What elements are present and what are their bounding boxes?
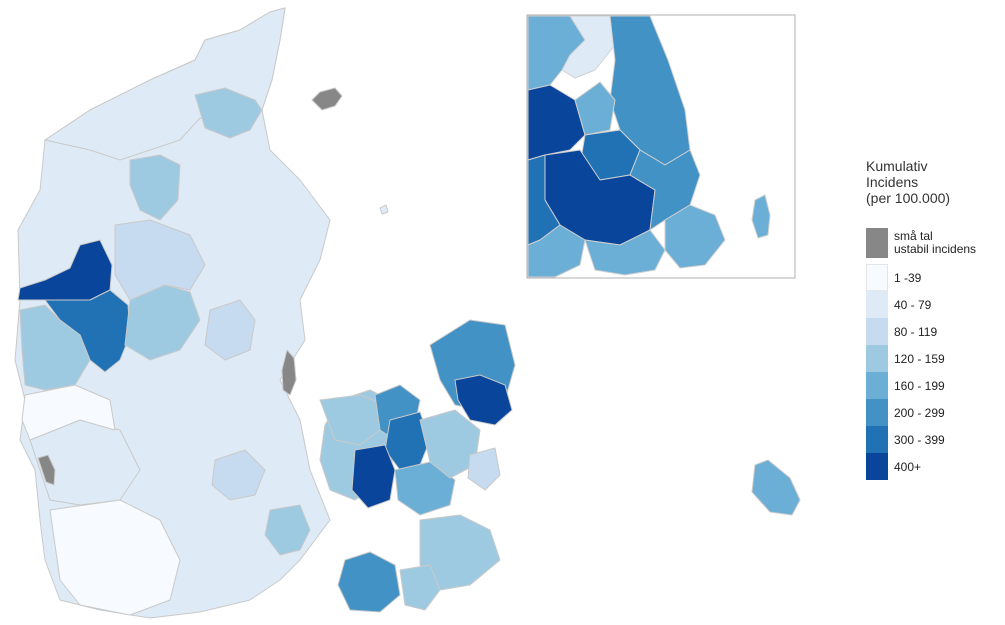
legend-label: 120 - 159 — [894, 351, 945, 366]
legend-swatch — [866, 291, 888, 318]
region-samso — [281, 349, 297, 396]
inset-region — [664, 204, 726, 269]
legend-swatch — [866, 228, 888, 258]
legend-swatch — [866, 399, 888, 426]
legend-item: 80 - 119 — [866, 318, 1001, 345]
inset-region — [527, 224, 586, 278]
legend-item: 1 -39 — [866, 264, 1001, 291]
legend-swatch — [866, 264, 888, 291]
region-hjorring-east — [194, 87, 263, 139]
region-east-strip — [204, 299, 256, 361]
region-anholt — [379, 204, 389, 215]
legend-label-line: ustabil incidens — [894, 242, 977, 256]
legend-swatch — [866, 345, 888, 372]
legend-item-small-numbers: små tal ustabil incidens — [866, 228, 1001, 264]
region-laeso — [311, 87, 343, 111]
legend-item: 40 - 79 — [866, 291, 1001, 318]
legend-label: 160 - 199 — [894, 378, 945, 393]
inset-region — [751, 194, 771, 239]
legend-items: små tal ustabil incidens 1 -39 40 - 79 8… — [866, 228, 1001, 480]
region-midtjylland-east — [114, 219, 206, 301]
region-esbjerg — [49, 499, 181, 616]
region-slagelse — [351, 444, 396, 509]
region-jutland-north — [44, 7, 286, 161]
legend-label: 400+ — [894, 459, 922, 474]
legend-item: 200 - 299 — [866, 399, 1001, 426]
legend-title: Kumulativ Incidens (per 100.000) — [866, 158, 1001, 206]
legend-swatch — [866, 453, 888, 480]
legend-title-line: Incidens — [866, 174, 919, 190]
region-vesthimmerland — [129, 154, 181, 221]
copenhagen-inset — [526, 14, 796, 279]
legend-label: 200 - 299 — [894, 405, 945, 420]
region-haderslev — [264, 504, 311, 556]
inset-region — [584, 229, 666, 276]
legend-label: 1 -39 — [894, 270, 922, 285]
legend-label: 40 - 79 — [894, 297, 932, 312]
legend-label-line: små tal — [894, 229, 933, 243]
region-hovedstaden — [454, 374, 513, 426]
region-lolland — [337, 551, 401, 613]
legend-item: 160 - 199 — [866, 372, 1001, 399]
denmark-main-map — [14, 7, 801, 619]
region-falster — [399, 564, 441, 611]
region-aarhus-area — [211, 449, 266, 501]
legend-label: 80 - 119 — [894, 324, 938, 339]
legend-swatch — [866, 426, 888, 453]
legend-item: 300 - 399 — [866, 426, 1001, 453]
region-bornholm — [751, 459, 801, 516]
legend-title-line: (per 100.000) — [866, 190, 951, 206]
legend-item: 120 - 159 — [866, 345, 1001, 372]
legend-label: 300 - 399 — [894, 432, 945, 447]
region-fano — [37, 454, 56, 486]
legend-title-line: Kumulativ — [866, 158, 928, 174]
legend-item: 400+ — [866, 453, 1001, 480]
region-sydjylland — [21, 384, 116, 441]
region-ringkobing — [19, 304, 91, 391]
legend: Kumulativ Incidens (per 100.000) små tal… — [866, 158, 1001, 480]
legend-swatch — [866, 372, 888, 399]
legend-label: små tal ustabil incidens — [894, 230, 976, 256]
inset-region — [574, 81, 616, 136]
legend-swatch — [866, 318, 888, 345]
region-stevns — [467, 447, 501, 491]
